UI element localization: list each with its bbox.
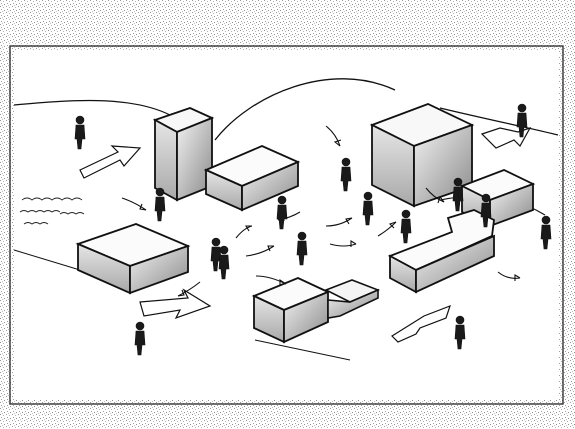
person xyxy=(276,195,288,230)
shrub-scribbles xyxy=(19,197,85,225)
person xyxy=(218,245,230,280)
building-ramp-annex xyxy=(324,279,381,319)
person xyxy=(362,191,374,226)
building-tall-tower xyxy=(152,107,215,202)
ground-line-left xyxy=(13,249,81,271)
flow-curve-top xyxy=(214,78,396,141)
person xyxy=(134,321,146,356)
arrow-flat-upper-left xyxy=(79,145,142,179)
person xyxy=(516,103,528,138)
person xyxy=(154,187,166,222)
building-low-slab-top xyxy=(203,145,301,212)
person xyxy=(452,177,464,212)
building-left-box xyxy=(75,223,191,295)
person xyxy=(480,193,492,228)
hill-line-right xyxy=(439,107,559,136)
person xyxy=(340,157,352,192)
arrow-flat-upper-right xyxy=(480,126,532,149)
people-group xyxy=(74,103,552,356)
person xyxy=(540,215,552,250)
frame-border xyxy=(9,45,564,405)
small-flow-arrows xyxy=(121,125,521,297)
arrow-flat-lower-right xyxy=(391,304,451,343)
person xyxy=(454,315,466,350)
ground-line-bottom xyxy=(254,339,351,361)
person xyxy=(296,231,308,266)
building-large-cube xyxy=(369,103,475,208)
person xyxy=(400,209,412,244)
arrow-flat-lower-left xyxy=(139,288,212,320)
hill-line-left xyxy=(13,99,171,116)
person xyxy=(74,115,86,150)
building-center-block xyxy=(251,277,331,344)
building-l-shape xyxy=(387,209,495,294)
